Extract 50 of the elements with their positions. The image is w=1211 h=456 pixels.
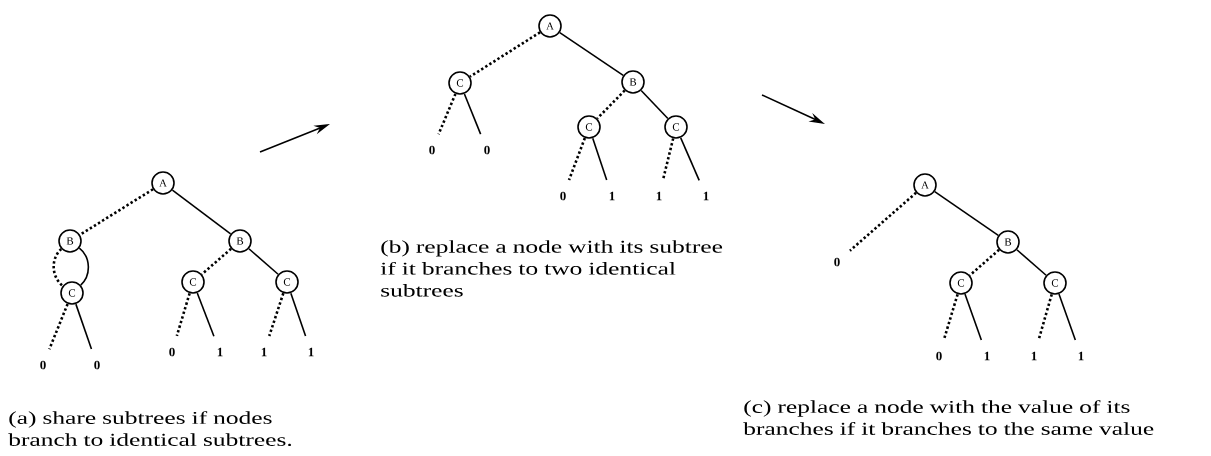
tree-branch [79,188,154,236]
leaf-value: 0 [560,191,566,201]
caption: (c) replace a node with the value of its branches if it branches to the same value [743,400,1154,435]
tree-branch [661,138,675,181]
leaf-value: 1 [703,191,709,201]
tree-branch [849,191,917,252]
leaf-value: 0 [429,145,435,155]
tree-branch [567,137,587,181]
tree-branch [964,293,983,341]
tree-branch [933,190,1000,237]
tree-branch [640,89,669,120]
tree-branch [469,31,541,78]
tree-branch [196,292,215,337]
tree-branch [48,303,69,350]
tree-branch [175,292,191,337]
tree-branch [559,31,624,77]
leaf-value: 1 [609,191,615,201]
tree-branch [268,292,285,337]
leaf-value: 1 [261,347,267,357]
leaf-value: 0 [834,257,840,267]
tree-branch [969,248,1000,277]
leaf-value: 1 [984,351,990,361]
leaf-value: 0 [484,145,490,155]
tree-branch [463,93,482,135]
tree-branch [437,93,457,135]
caption: (a) share subtrees if nodes branch to identical subtrees. [8,411,292,446]
leaf-value: 0 [94,360,100,370]
tree-branch [1058,293,1077,341]
tree-branch [1016,248,1047,277]
leaf-value: 0 [169,347,175,357]
leaf-value: 1 [217,347,223,357]
leaf-value: 1 [308,347,314,357]
tree-branch [52,248,64,287]
leaf-value: 0 [936,351,942,361]
tree-branch [78,247,90,286]
tree-branch [591,137,608,181]
tree-branch [679,137,700,182]
caption: (b) replace a node with its subtree if it branches to two identical subtrees [380,240,723,297]
leaf-value: 1 [1078,351,1084,361]
tree-branch [171,189,232,235]
tree-branch [75,303,93,350]
tree-branch [596,89,626,120]
leaf-value: 0 [40,360,46,370]
tree-branch [942,293,959,341]
leaf-value: 1 [656,191,662,201]
leaf-value: 1 [1031,351,1037,361]
tree-branch [1037,293,1053,341]
tree-branch [248,247,279,276]
tree-branch [290,292,307,337]
tree-branch [201,247,232,276]
